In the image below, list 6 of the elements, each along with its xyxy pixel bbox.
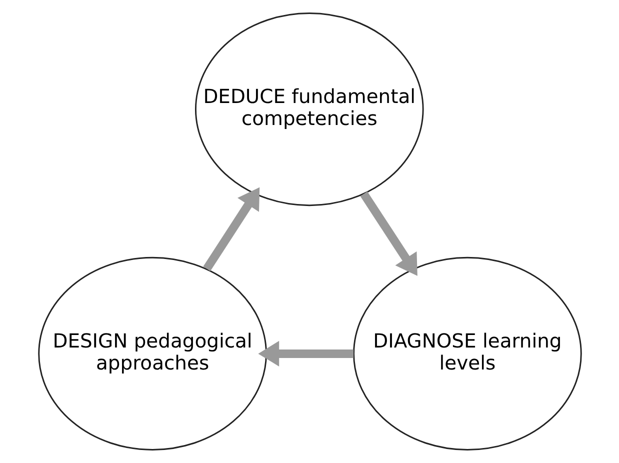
node-ellipse: DESIGN pedagogical approaches [38,256,266,450]
arrow [360,191,417,276]
arrow [202,187,260,272]
node-ellipse: DIAGNOSE learning levels [352,256,582,450]
node-ellipse: DEDUCE fundamental competencies [194,12,424,206]
arrow [258,340,354,366]
